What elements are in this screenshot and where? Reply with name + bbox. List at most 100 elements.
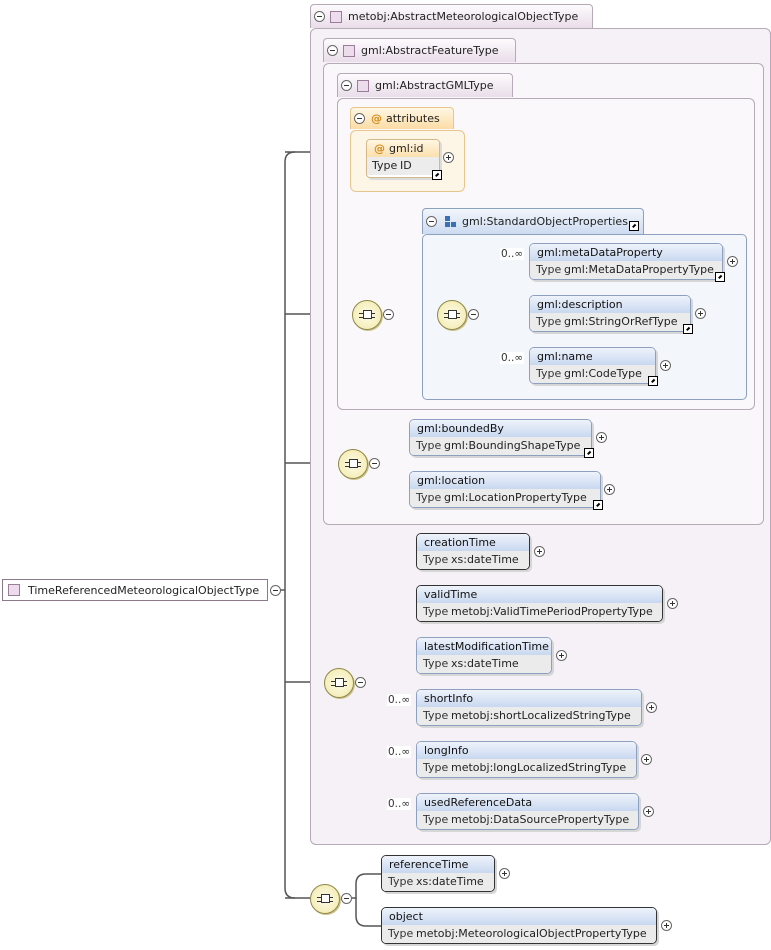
type-label: Type xyxy=(423,657,449,670)
expand-icon[interactable] xyxy=(695,308,706,319)
type-label: Type xyxy=(416,439,442,452)
expand-icon[interactable] xyxy=(556,650,567,661)
type-label: Type xyxy=(416,491,442,504)
base-type-gml-tab: gml:AbstractGMLType xyxy=(337,73,513,97)
expand-icon[interactable] xyxy=(499,868,510,879)
element-type: metobj:longLocalizedStringType xyxy=(451,761,627,774)
attribute-icon: @ xyxy=(371,112,382,125)
element-type: gml:MetaDataPropertyType xyxy=(564,263,714,276)
element-type: gml:LocationPropertyType xyxy=(444,491,587,504)
type-label: Type xyxy=(423,813,449,826)
type-link-icon[interactable] xyxy=(648,376,658,386)
collapse-icon[interactable] xyxy=(355,677,366,688)
element-type: metobj:shortLocalizedStringType xyxy=(451,709,631,722)
type-link-icon[interactable] xyxy=(584,448,594,458)
element-name: gml:boundedBy xyxy=(410,420,591,437)
type-label: Type xyxy=(423,605,449,618)
element-name: referenceTime xyxy=(382,856,494,873)
attribute-icon: @ xyxy=(374,142,385,155)
sequence-compositor[interactable] xyxy=(324,668,354,698)
collapse-icon[interactable] xyxy=(383,309,394,320)
collapse-icon[interactable] xyxy=(426,216,437,227)
type-link-icon[interactable] xyxy=(683,324,693,334)
type-link-icon[interactable] xyxy=(715,272,725,282)
collapse-icon[interactable] xyxy=(327,45,338,56)
collapse-icon[interactable] xyxy=(270,585,281,596)
collapse-icon[interactable] xyxy=(354,113,365,124)
expand-icon[interactable] xyxy=(443,152,454,163)
element-name: longInfo xyxy=(417,742,636,759)
element-name: shortInfo xyxy=(417,690,641,707)
root-complex-type[interactable]: TimeReferencedMeteorologicalObjectType xyxy=(2,579,268,601)
complex-type-icon xyxy=(357,79,369,92)
type-link-icon[interactable] xyxy=(432,170,442,180)
expand-icon[interactable] xyxy=(534,546,545,557)
element-type: metobj:DataSourcePropertyType xyxy=(451,813,630,826)
cardinality: 0..∞ xyxy=(500,248,525,260)
collapse-icon[interactable] xyxy=(341,80,352,91)
element-name: gml:description xyxy=(530,296,690,313)
expand-icon[interactable] xyxy=(596,432,607,443)
group-tab[interactable]: gml:StandardObjectProperties xyxy=(422,208,644,234)
element-name: gml:metaDataProperty xyxy=(530,244,722,261)
type-label: Type xyxy=(372,159,398,172)
attribute-type: ID xyxy=(400,159,412,172)
type-label: Type xyxy=(536,263,562,276)
type-label: Type xyxy=(388,927,414,940)
attribute-name: gml:id xyxy=(389,142,424,155)
type-link-icon[interactable] xyxy=(629,221,639,231)
complex-type-icon xyxy=(8,584,20,596)
element-name: usedReferenceData xyxy=(417,794,638,811)
element-type: xs:dateTime xyxy=(451,657,519,670)
sequence-compositor[interactable] xyxy=(352,300,382,330)
expand-icon[interactable] xyxy=(660,360,671,371)
sequence-compositor[interactable] xyxy=(338,449,368,479)
collapse-icon[interactable] xyxy=(468,309,479,320)
collapse-icon[interactable] xyxy=(369,458,380,469)
expand-icon[interactable] xyxy=(641,754,652,765)
element-name: gml:location xyxy=(410,472,600,489)
element-name: creationTime xyxy=(417,534,529,551)
element-name: validTime xyxy=(417,586,662,603)
type-label: Type xyxy=(423,761,449,774)
type-link-icon[interactable] xyxy=(593,500,603,510)
expand-icon[interactable] xyxy=(643,806,654,817)
expand-icon[interactable] xyxy=(667,598,678,609)
element-type: xs:dateTime xyxy=(416,875,484,888)
cardinality: 0..∞ xyxy=(387,694,412,706)
element-name: latestModificationTime xyxy=(417,638,551,655)
element-type: gml:CodeType xyxy=(564,367,642,380)
sequence-compositor[interactable] xyxy=(310,884,340,914)
root-type-name: TimeReferencedMeteorologicalObjectType xyxy=(28,583,260,597)
collapse-icon[interactable] xyxy=(314,11,325,22)
element-type: metobj:ValidTimePeriodPropertyType xyxy=(451,605,653,618)
element-type: gml:BoundingShapeType xyxy=(444,439,581,452)
expand-icon[interactable] xyxy=(661,920,672,931)
expand-icon[interactable] xyxy=(604,484,615,495)
base-type-name: gml:AbstractFeatureType xyxy=(361,44,499,57)
expand-icon[interactable] xyxy=(727,256,738,267)
base-type-meteorological-object-tab: metobj:AbstractMeteorologicalObjectType xyxy=(310,4,593,28)
sequence-compositor[interactable] xyxy=(437,300,467,330)
expand-icon[interactable] xyxy=(646,702,657,713)
group-icon xyxy=(445,216,456,227)
collapse-icon[interactable] xyxy=(341,893,352,904)
element-name: object xyxy=(382,908,656,925)
cardinality: 0..∞ xyxy=(387,746,412,758)
type-label: Type xyxy=(388,875,414,888)
type-label: Type xyxy=(423,553,449,566)
